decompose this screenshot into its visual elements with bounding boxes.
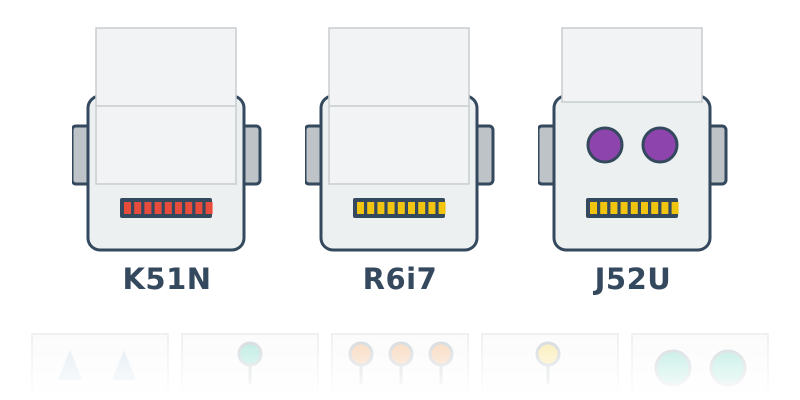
- mouth-segment: [620, 202, 628, 214]
- robot-name-label: J52U: [594, 262, 672, 296]
- robot-name-label: R6i7: [362, 262, 438, 296]
- mouth-segment: [610, 202, 618, 214]
- mouth-segment: [600, 202, 608, 214]
- robot-1-head-icon: [72, 27, 262, 252]
- mouth-segment: [387, 202, 395, 214]
- mouth-segment: [438, 202, 446, 214]
- mouth-segment: [651, 202, 659, 214]
- robot-3-head-icon: [538, 27, 728, 252]
- option-single-bulb-yellow-icon[interactable]: [481, 333, 619, 400]
- mouth-segment: [205, 202, 213, 214]
- mouth-segment: [408, 202, 415, 214]
- mouth-segment: [641, 202, 648, 214]
- mouth-segment: [418, 202, 426, 214]
- mouth-segment: [671, 202, 679, 214]
- part-options-tray: [0, 326, 800, 400]
- mouth-segment: [124, 202, 131, 214]
- mouth-segment: [164, 202, 172, 214]
- mouth-segment: [357, 202, 364, 214]
- mouth-segment: [195, 202, 203, 214]
- robot-name-label: K51N: [122, 262, 212, 296]
- robot-card-3[interactable]: J52U: [538, 0, 758, 310]
- mouth-segment: [590, 202, 597, 214]
- mouth-segment: [134, 202, 142, 214]
- robot-2-head-icon: [305, 27, 495, 252]
- option-antennae-icon[interactable]: [31, 333, 169, 400]
- option-triple-bulb-icon[interactable]: [331, 333, 469, 400]
- mouth-segment: [144, 202, 152, 214]
- mouth-segment: [630, 202, 638, 214]
- mouth-segment: [175, 202, 182, 214]
- mouth-segment: [367, 202, 375, 214]
- mouth-segment: [397, 202, 405, 214]
- mouth-segment: [154, 202, 162, 214]
- mouth-segment: [185, 202, 193, 214]
- mouth-segment: [428, 202, 436, 214]
- option-single-bulb-icon[interactable]: [181, 333, 319, 400]
- robot-card-1[interactable]: K51N: [72, 0, 292, 310]
- option-double-bulb-icon[interactable]: [631, 333, 769, 400]
- mouth-segment: [661, 202, 669, 214]
- robot-card-2[interactable]: R6i7: [305, 0, 525, 310]
- mouth-segment: [377, 202, 385, 214]
